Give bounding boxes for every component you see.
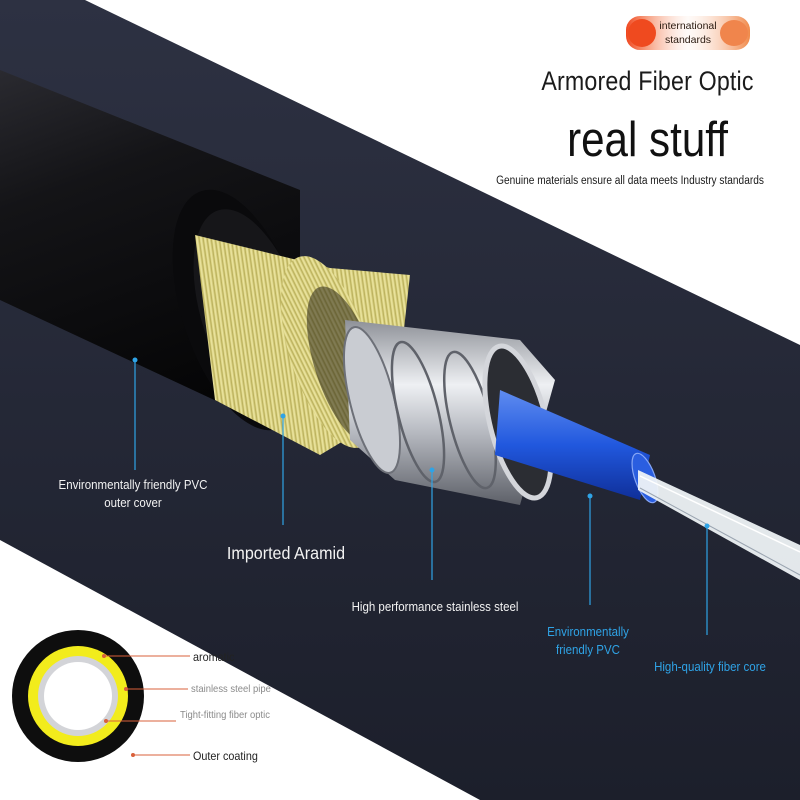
international-standards-badge-icon	[626, 16, 750, 50]
cable-cross-section-icon	[12, 630, 144, 762]
legend-aromatic: aromatic	[193, 650, 235, 664]
callout-lines	[134, 362, 708, 635]
legend-tight-fiber: Tight-fitting fiber optic	[180, 709, 270, 721]
standards-badge: international standards	[626, 16, 750, 50]
subline: Genuine materials ensure all data meets …	[496, 175, 764, 187]
callout-stainless-steel: High performance stainless steel	[351, 600, 519, 614]
legend-steel-pipe: stainless steel pipe	[191, 683, 271, 695]
legend-leader-lines	[104, 655, 190, 756]
callout-fiber-core: High-quality fiber core	[654, 660, 766, 674]
legend-outer-coating: Outer coating	[193, 749, 258, 763]
callout-imported-aramid: Imported Aramid	[226, 543, 346, 563]
product-title: Armored Fiber Optic	[541, 66, 754, 96]
badge-line1: international	[659, 20, 717, 32]
inner-pvc	[495, 390, 650, 500]
headline: real stuff	[567, 113, 728, 167]
callout-pvc-outer-cover: Environmentally friendly PVC outer cover	[58, 478, 208, 510]
badge-line2: standards	[664, 34, 712, 46]
callout-inner-pvc: Environmentally friendly PVC	[547, 625, 629, 657]
